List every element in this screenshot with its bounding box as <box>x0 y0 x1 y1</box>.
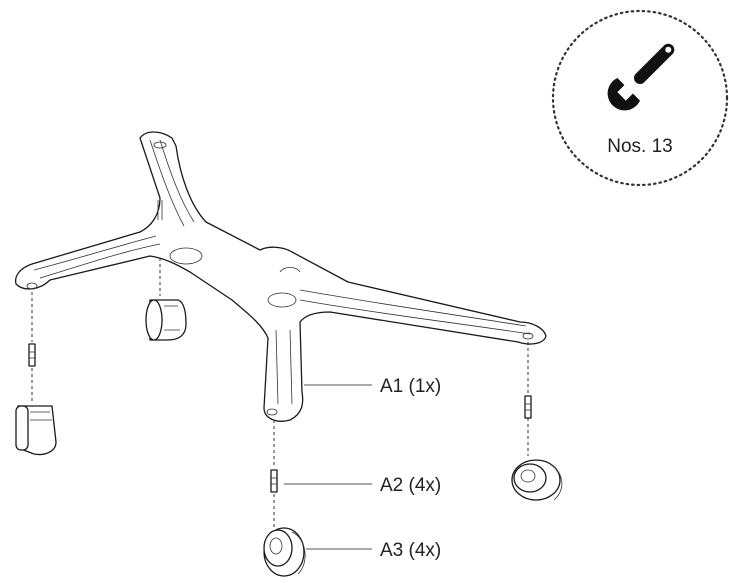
stem-a2 <box>28 343 532 493</box>
assembly-guides <box>31 258 529 528</box>
wrench-icon <box>607 43 675 111</box>
caster-a3 <box>15 299 563 577</box>
callout-a2: A2 (4x) <box>380 475 441 496</box>
tool-badge: Nos. 13 <box>551 9 729 187</box>
chair-base-a1 <box>14 131 547 422</box>
callout-a1: A1 (1x) <box>380 376 441 397</box>
tool-number-label: Nos. 13 <box>607 136 672 157</box>
callout-a3: A3 (4x) <box>380 540 441 561</box>
callouts: A1 (1x) A2 (4x) A3 (4x) <box>284 376 441 561</box>
